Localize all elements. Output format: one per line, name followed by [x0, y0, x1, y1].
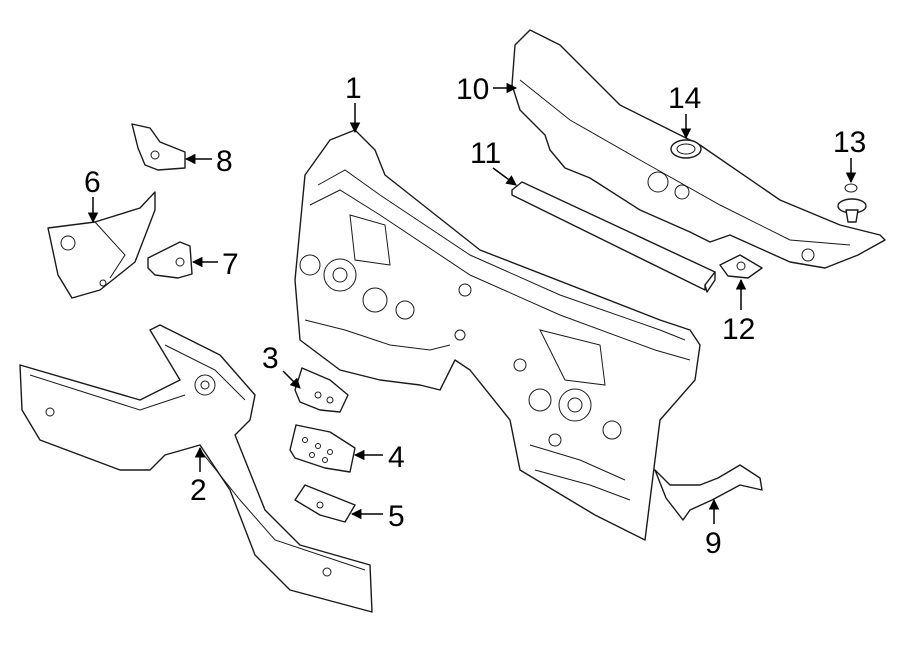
- callout-6: 6: [84, 166, 101, 199]
- dash-panel: [294, 129, 701, 541]
- leader-11: [492, 167, 517, 186]
- bracket-9: [654, 464, 763, 521]
- callout-14: 14: [668, 82, 701, 115]
- side-panel-6: [47, 191, 156, 299]
- seal-strip-11: [511, 181, 716, 293]
- callout-2: 2: [190, 474, 207, 507]
- push-pin-13: [837, 183, 867, 223]
- callout-5: 5: [388, 500, 405, 533]
- callout-3: 3: [262, 342, 279, 375]
- callout-13: 13: [833, 126, 866, 159]
- callout-7: 7: [222, 248, 239, 281]
- callout-12: 12: [722, 313, 755, 346]
- callout-9: 9: [705, 527, 722, 560]
- callout-8: 8: [216, 145, 233, 178]
- reinforcement-plate-4: [289, 424, 356, 473]
- leader-3: [282, 370, 301, 389]
- callout-10: 10: [456, 73, 489, 106]
- clip-12: [719, 254, 763, 279]
- callout-4: 4: [388, 441, 405, 474]
- bracket-5: [294, 484, 356, 523]
- bracket-8: [131, 123, 186, 171]
- callout-1: 1: [345, 72, 362, 105]
- floor-tunnel: [19, 324, 373, 613]
- grommet-14: [670, 139, 702, 159]
- callout-11: 11: [470, 137, 501, 170]
- bracket-3: [294, 367, 349, 413]
- bracket-7: [147, 241, 193, 279]
